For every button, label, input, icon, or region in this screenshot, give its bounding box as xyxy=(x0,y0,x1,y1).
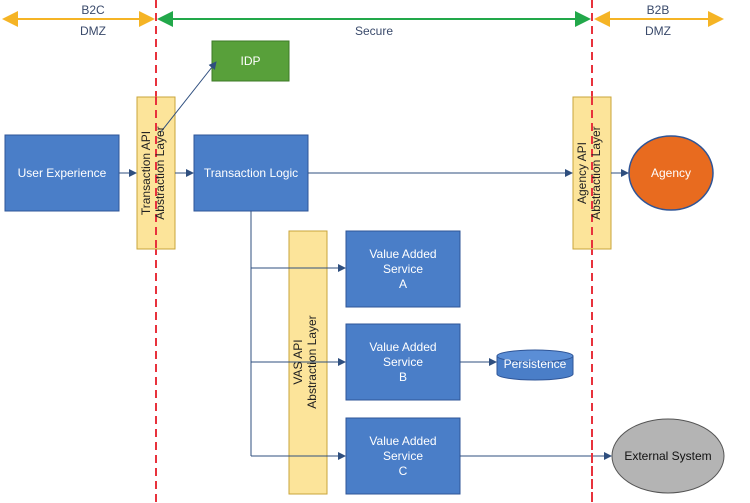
vas-a-label: Value Added Service A xyxy=(369,246,437,291)
zone-b2c-label: B2C xyxy=(81,3,105,17)
agency-label: Agency xyxy=(650,165,692,180)
transaction-api-label: Transaction API Abstraction Layer xyxy=(139,126,167,220)
agency-ellipse xyxy=(628,135,714,211)
zone-dmz-right-label: DMZ xyxy=(645,24,671,38)
zone-b2b-label: B2B xyxy=(646,3,670,17)
persistence-label: Persistence xyxy=(503,356,567,371)
vas-c-box xyxy=(345,417,461,495)
api-to-idp-arrow xyxy=(159,61,217,134)
persistence-cylinder xyxy=(496,349,574,381)
idp-label: IDP xyxy=(240,53,261,68)
vas-api-label: VAS API Abstraction Layer xyxy=(291,315,319,409)
agency-api-layer xyxy=(572,96,612,250)
user-experience-label: User Experience xyxy=(17,165,107,180)
zone-dmz-left-label: DMZ xyxy=(80,24,106,38)
zone-secure-label: Secure xyxy=(354,24,394,38)
vas-a-box xyxy=(345,230,461,308)
transaction-logic-box xyxy=(193,134,309,212)
external-system-label: External System xyxy=(624,448,712,463)
transaction-logic-label: Transaction Logic xyxy=(203,165,299,180)
vas-b-label: Value Added Service B xyxy=(369,339,437,384)
vas-c-label: Value Added Service C xyxy=(369,433,437,478)
idp-box xyxy=(211,40,290,82)
user-experience-box xyxy=(4,134,120,212)
external-system-ellipse xyxy=(611,418,725,494)
agency-api-label: Agency API Abstraction Layer xyxy=(575,126,603,220)
